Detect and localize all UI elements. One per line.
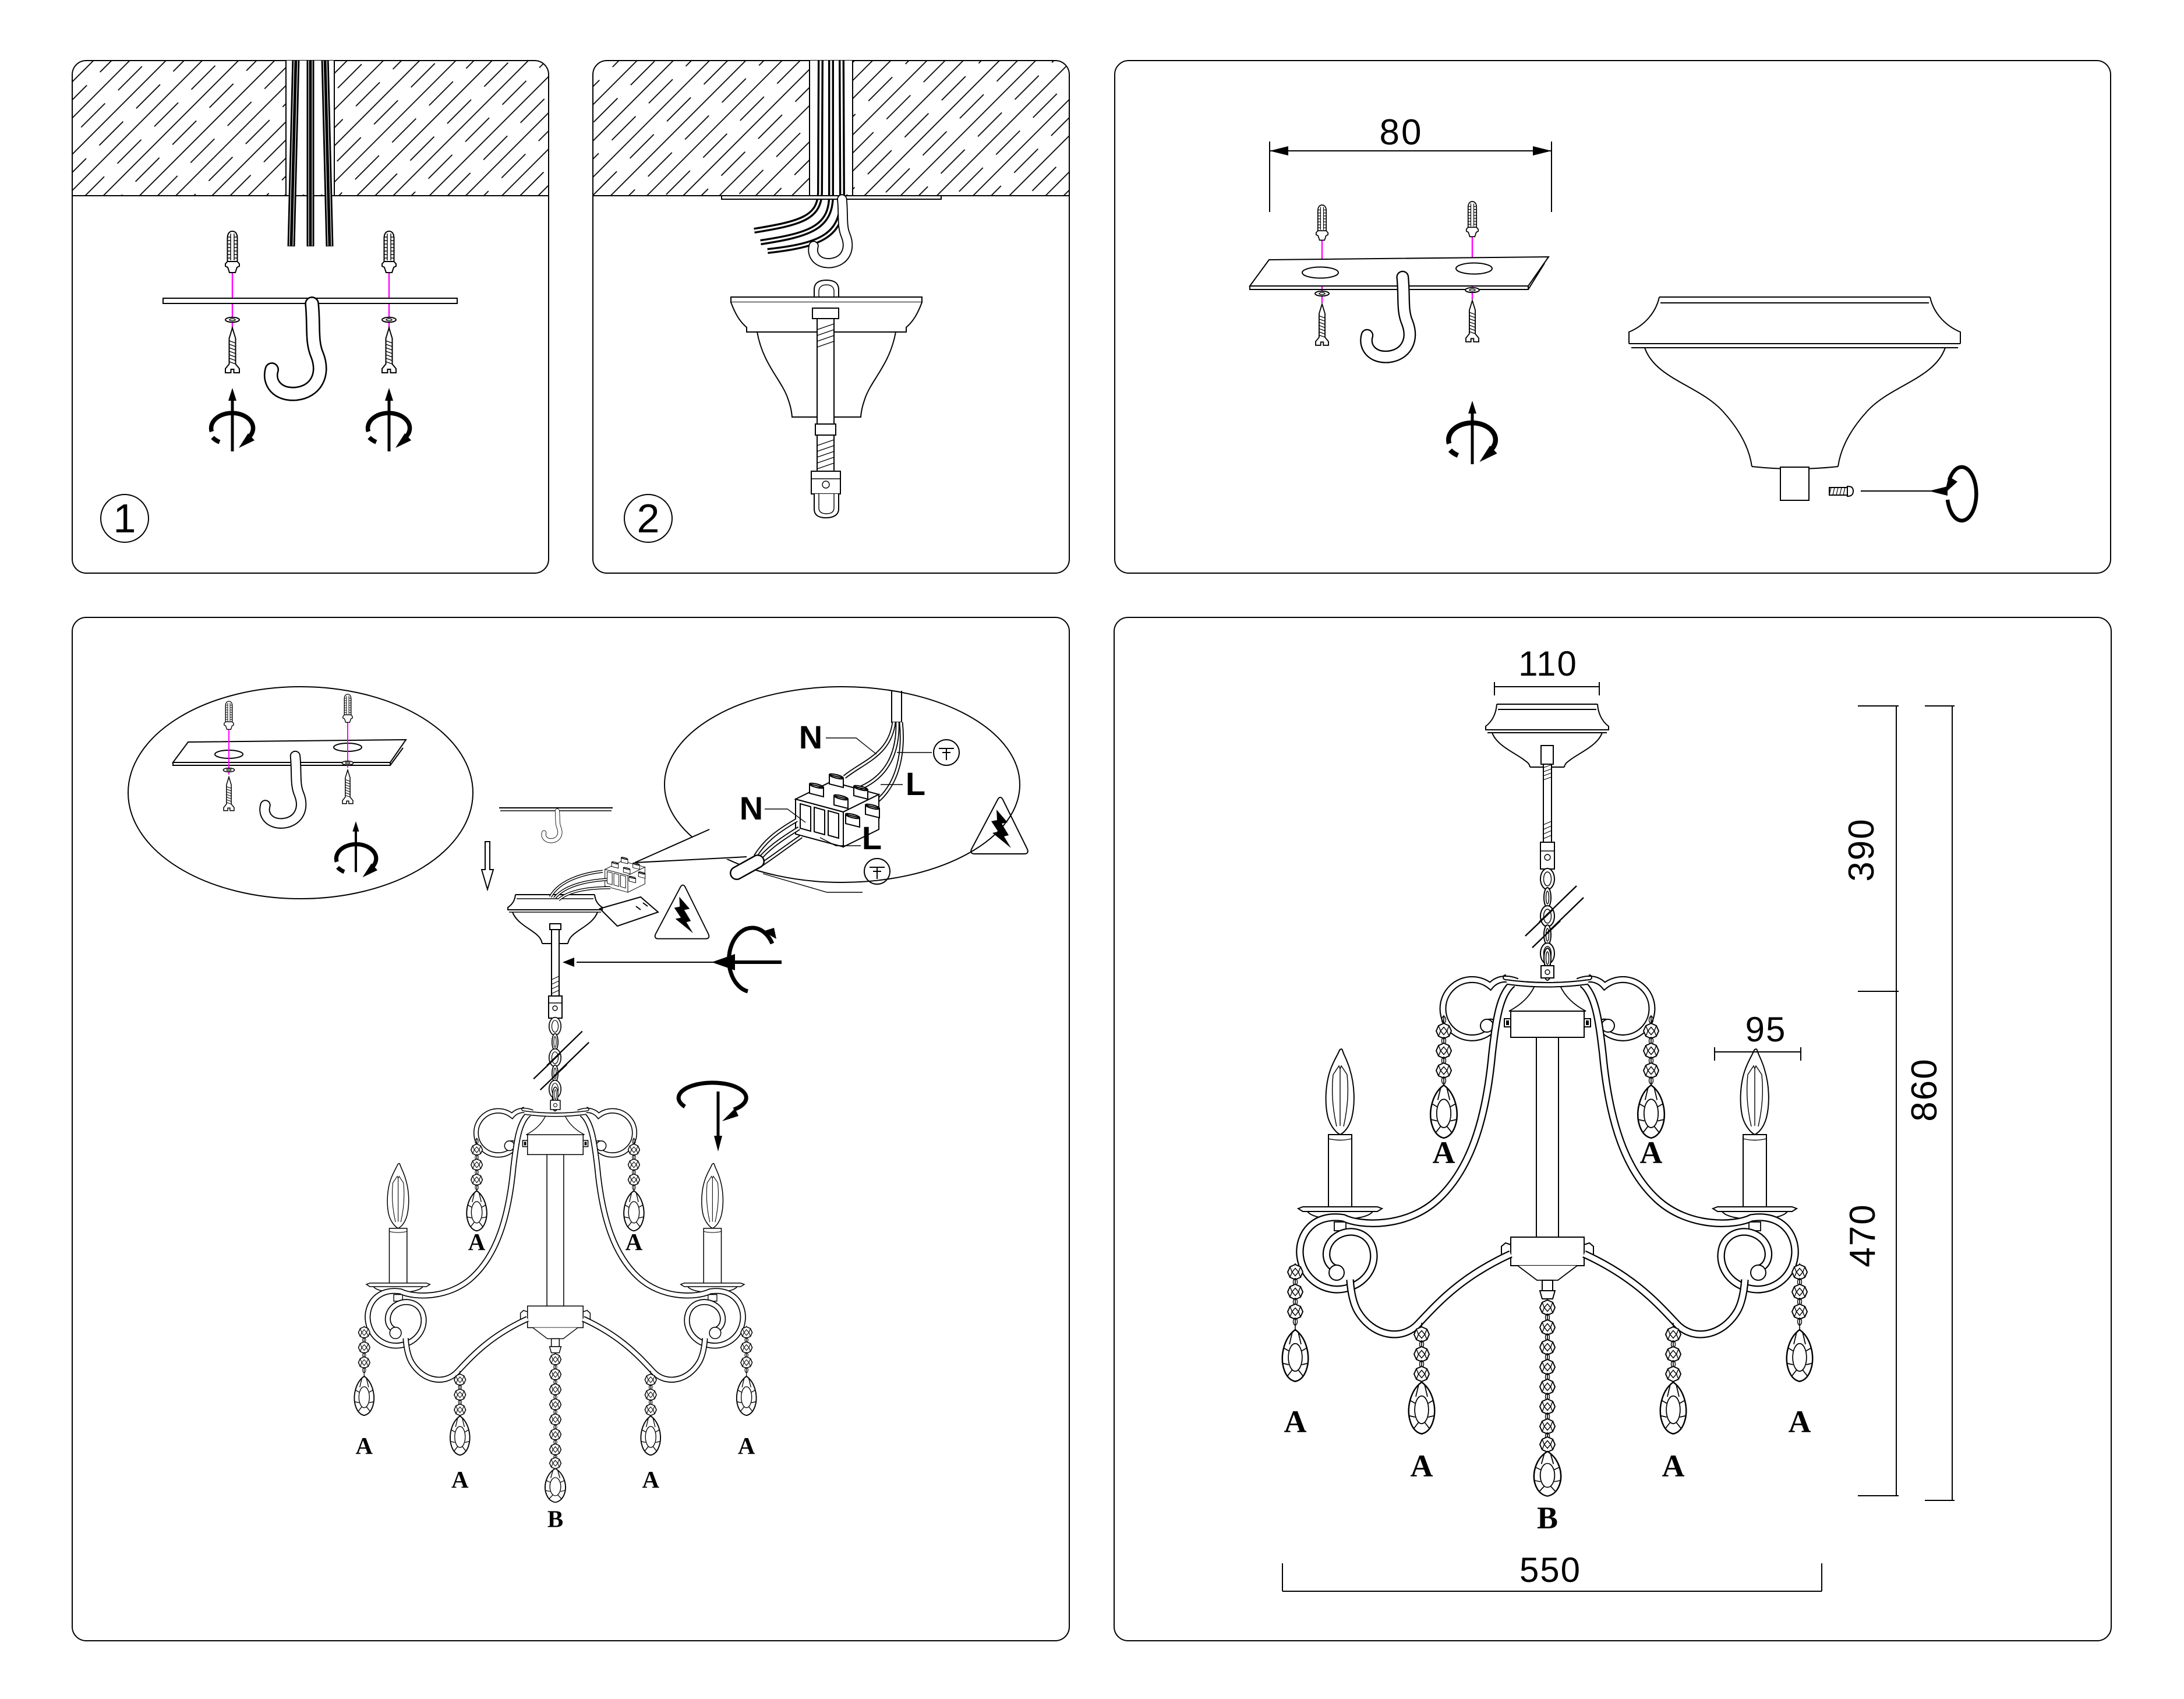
svg-text:470: 470 <box>1843 1203 1883 1267</box>
svg-text:390: 390 <box>1842 818 1882 881</box>
svg-text:110: 110 <box>1518 644 1578 683</box>
svg-text:N: N <box>740 790 763 826</box>
svg-text:2: 2 <box>637 496 660 541</box>
svg-text:95: 95 <box>1745 1010 1787 1049</box>
svg-text:N: N <box>799 719 822 755</box>
svg-text:1: 1 <box>114 496 136 541</box>
svg-text:860: 860 <box>1904 1058 1945 1121</box>
svg-text:550: 550 <box>1519 1550 1581 1589</box>
svg-text:L: L <box>906 765 925 802</box>
svg-text:L: L <box>862 820 882 856</box>
svg-text:80: 80 <box>1380 112 1423 153</box>
